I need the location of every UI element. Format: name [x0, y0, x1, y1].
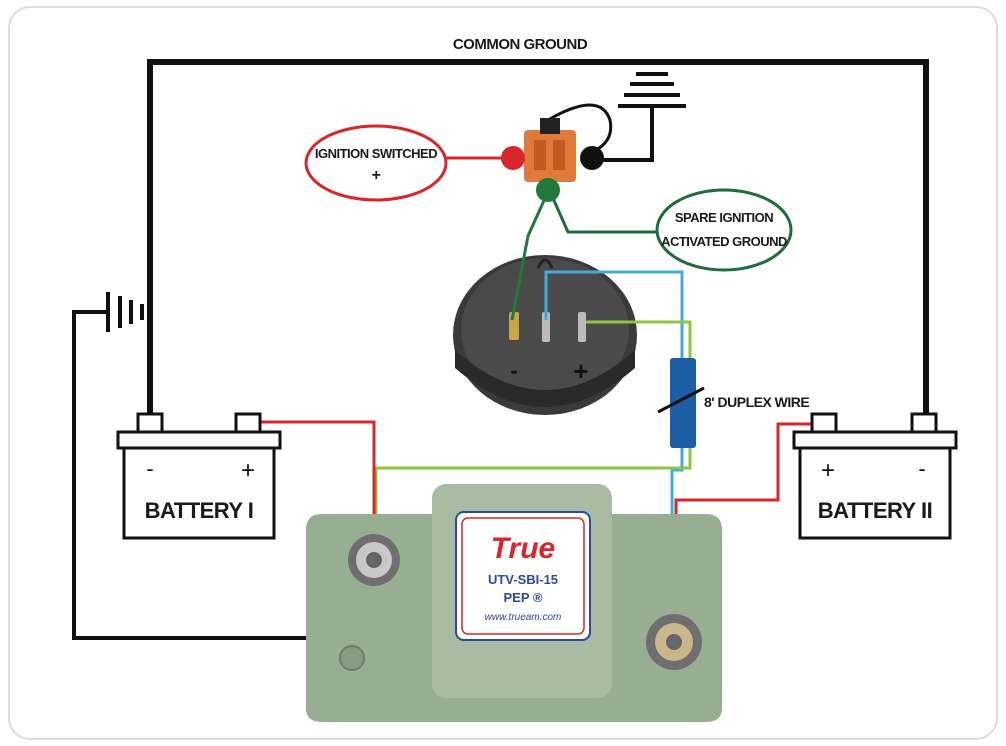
duplex-break-mark: [657, 386, 705, 414]
battery-2-name: BATTERY II: [818, 498, 932, 523]
battery-2: + - BATTERY II: [792, 412, 958, 540]
green-wire: [586, 320, 692, 360]
duplex-sleeve: [670, 358, 696, 448]
blue-wire: [544, 270, 684, 360]
chassis-ground-wire: [72, 310, 108, 640]
dark-green-wire: [510, 195, 548, 321]
device-model: UTV-SBI-15: [488, 572, 558, 587]
spare-ignition-pointer: [550, 195, 660, 234]
common-ground-wire: [147, 59, 929, 418]
red-terminal: [501, 146, 525, 170]
device-url: www.trueam.com: [485, 612, 562, 623]
battery-1: - + BATTERY I: [116, 412, 282, 540]
device-brand: True: [491, 532, 555, 565]
battery-2-minus: -: [918, 456, 925, 481]
ignition-switched-line1: IGNITION SWITCHED: [315, 146, 437, 161]
ignition-switched-line2: +: [372, 167, 381, 184]
switch-plus-symbol: +: [573, 356, 588, 386]
black-terminal: [580, 146, 604, 170]
spare-ignition-callout: [655, 188, 793, 272]
red-wire-battery-1: [258, 420, 376, 545]
battery-2-plus: +: [821, 457, 835, 484]
ground-symbol-top: [598, 72, 686, 162]
isolator-device: True UTV-SBI-15 PEP ® www.trueam.com: [306, 484, 722, 722]
harness-connector: [501, 103, 613, 202]
spare-ignition-line2: ACTIVATED GROUND: [661, 234, 787, 249]
ground-symbol-left: [106, 292, 144, 332]
switch-body: - +: [453, 255, 637, 415]
battery-1-minus: -: [146, 456, 153, 481]
switch-minus-symbol: -: [510, 358, 517, 383]
green-wire-lower: [374, 445, 692, 545]
ignition-switched-callout: [304, 124, 448, 202]
spare-ignition-line1: SPARE IGNITION: [675, 210, 773, 225]
battery-1-plus: +: [241, 457, 255, 484]
battery-1-name: BATTERY I: [145, 498, 254, 523]
common-ground-label: COMMON GROUND: [453, 36, 588, 53]
duplex-wire-label: 8' DUPLEX WIRE: [704, 394, 809, 410]
device-sub: PEP ®: [504, 590, 543, 605]
green-terminal: [536, 178, 560, 202]
